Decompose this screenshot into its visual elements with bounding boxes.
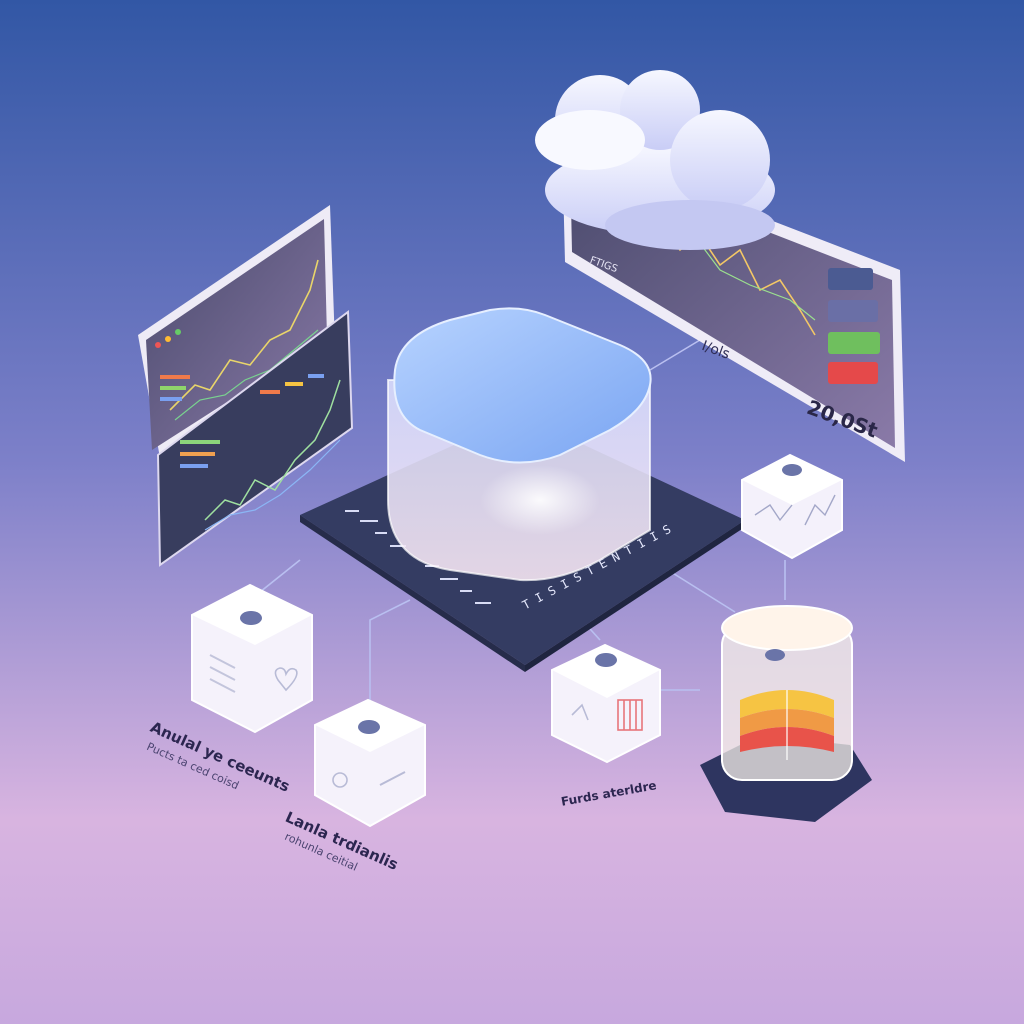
document-icon <box>209 654 236 693</box>
value-tag-red <box>828 362 878 384</box>
value-tag-slate <box>828 300 878 322</box>
cube-document <box>191 583 313 734</box>
line-chart-icon <box>169 259 319 411</box>
layer-stack-icon <box>700 605 872 822</box>
value-tag-blue <box>828 268 873 290</box>
link-icon <box>332 772 348 788</box>
cube-link <box>314 698 426 828</box>
cube-bar-grid <box>551 643 661 764</box>
value-tag-green <box>828 332 880 354</box>
bar-grid-icon <box>617 699 643 731</box>
heart-icon <box>274 667 298 692</box>
central-glass-cube <box>387 307 652 582</box>
left-monitor-front <box>156 310 354 567</box>
cloud-icon <box>535 70 775 250</box>
left-monitor-back <box>138 205 335 458</box>
line-chart-icon <box>754 504 793 522</box>
cube-chart <box>741 453 843 560</box>
